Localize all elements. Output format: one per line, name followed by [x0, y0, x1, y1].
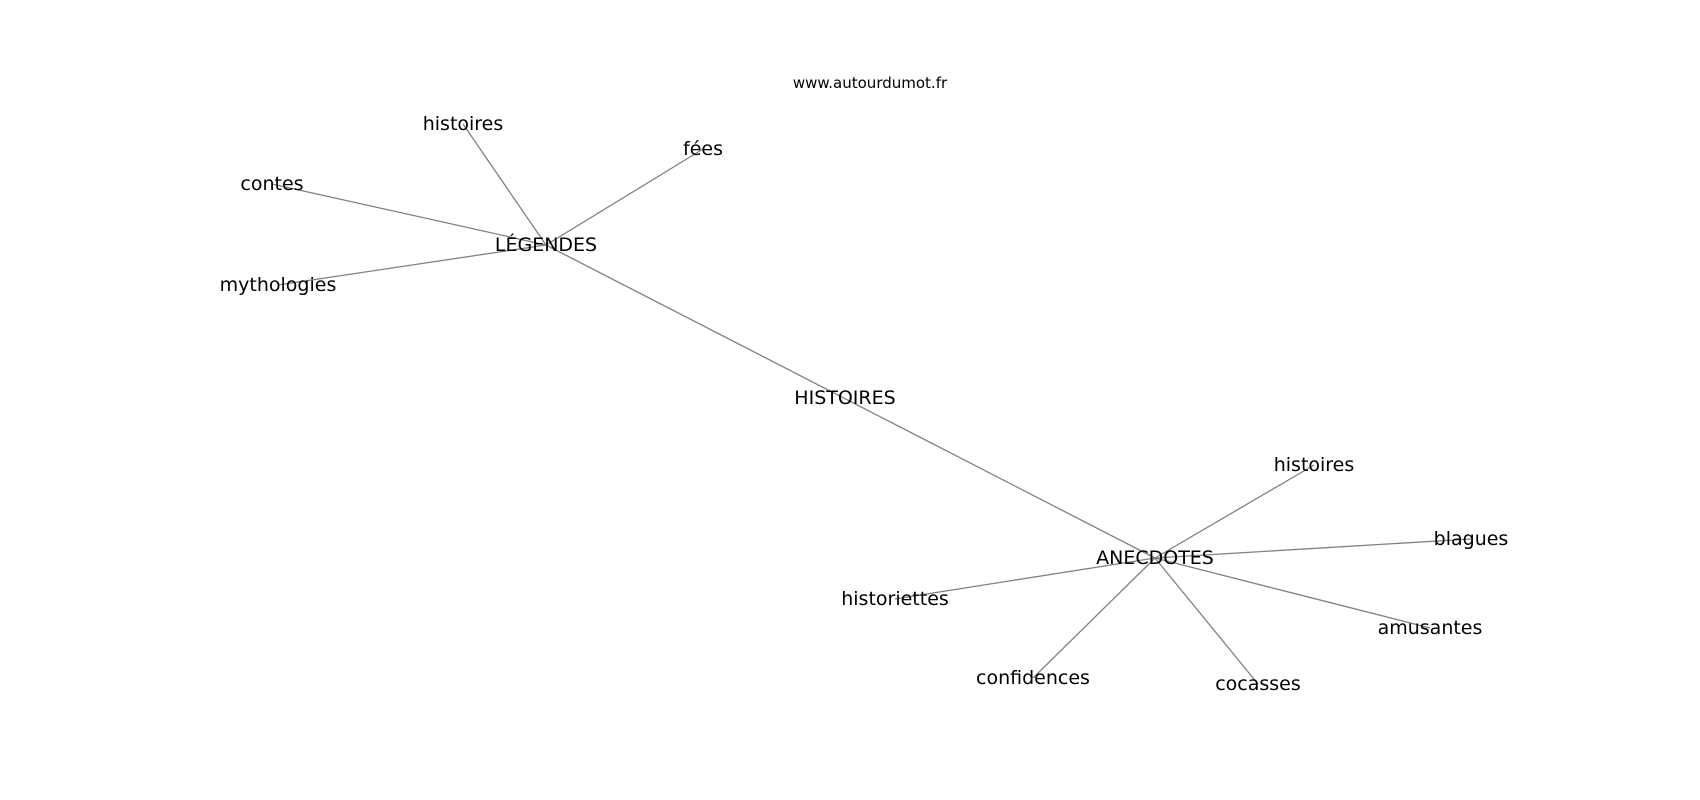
edge-legendes-histoires_l [462, 123, 547, 246]
node-confidences[interactable]: confidences [976, 667, 1090, 689]
node-histoires-anecdotes[interactable]: histoires [1274, 454, 1355, 476]
node-mythologies[interactable]: mythologies [220, 274, 337, 296]
node-blagues[interactable]: blagues [1434, 528, 1509, 550]
edge-anecdotes-historiettes [894, 557, 1156, 600]
node-cocasses[interactable]: cocasses [1215, 673, 1301, 695]
edge-anecdotes-histoires_a [1154, 464, 1315, 559]
edge-legendes-fees [545, 148, 704, 246]
node-contes[interactable]: contes [240, 173, 303, 195]
edge-legendes-anecdotes [545, 244, 1156, 559]
node-legendes[interactable]: LÉGENDES [495, 233, 597, 256]
edge-anecdotes-cocasses [1154, 557, 1259, 685]
node-amusantes[interactable]: amusantes [1378, 617, 1483, 639]
edge-legendes-mythologies [277, 244, 547, 286]
graph-edges [271, 123, 1472, 685]
node-fees[interactable]: fées [683, 138, 723, 160]
node-historiettes[interactable]: historiettes [841, 588, 949, 610]
edge-legendes-contes [271, 183, 547, 246]
edge-anecdotes-blagues [1154, 538, 1472, 559]
node-histoires-center[interactable]: HISTOIRES [794, 387, 895, 409]
edge-anecdotes-amusantes [1154, 557, 1431, 629]
site-watermark: www.autourdumot.fr [793, 74, 948, 92]
node-anecdotes[interactable]: ANECDOTES [1096, 547, 1214, 569]
node-histoires-legendes[interactable]: histoires [423, 113, 504, 135]
graph-nodes: HISTOIRES LÉGENDES ANECDOTES histoires fées c… [220, 113, 1509, 695]
edge-anecdotes-confidences [1032, 557, 1156, 679]
